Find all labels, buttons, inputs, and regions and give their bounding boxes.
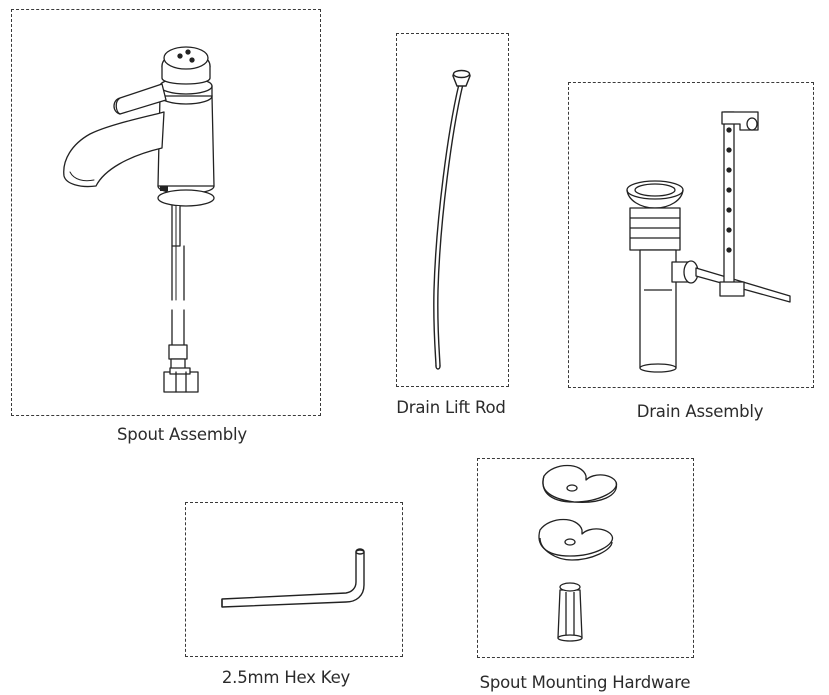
spout-mounting-hardware-frame: [477, 458, 694, 658]
spout-assembly-label: Spout Assembly: [117, 425, 247, 444]
hex-key-label: 2.5mm Hex Key: [221, 668, 351, 687]
spout-assembly-frame: [11, 9, 321, 416]
drain-assembly-label: Drain Assembly: [636, 402, 764, 421]
spout-mounting-hardware-label: Spout Mounting Hardware: [479, 673, 691, 692]
hex-key-frame: [185, 502, 403, 657]
drain-lift-rod-frame: [396, 33, 509, 387]
drain-lift-rod-label: Drain Lift Rod: [396, 398, 506, 417]
drain-assembly-frame: [568, 82, 814, 388]
